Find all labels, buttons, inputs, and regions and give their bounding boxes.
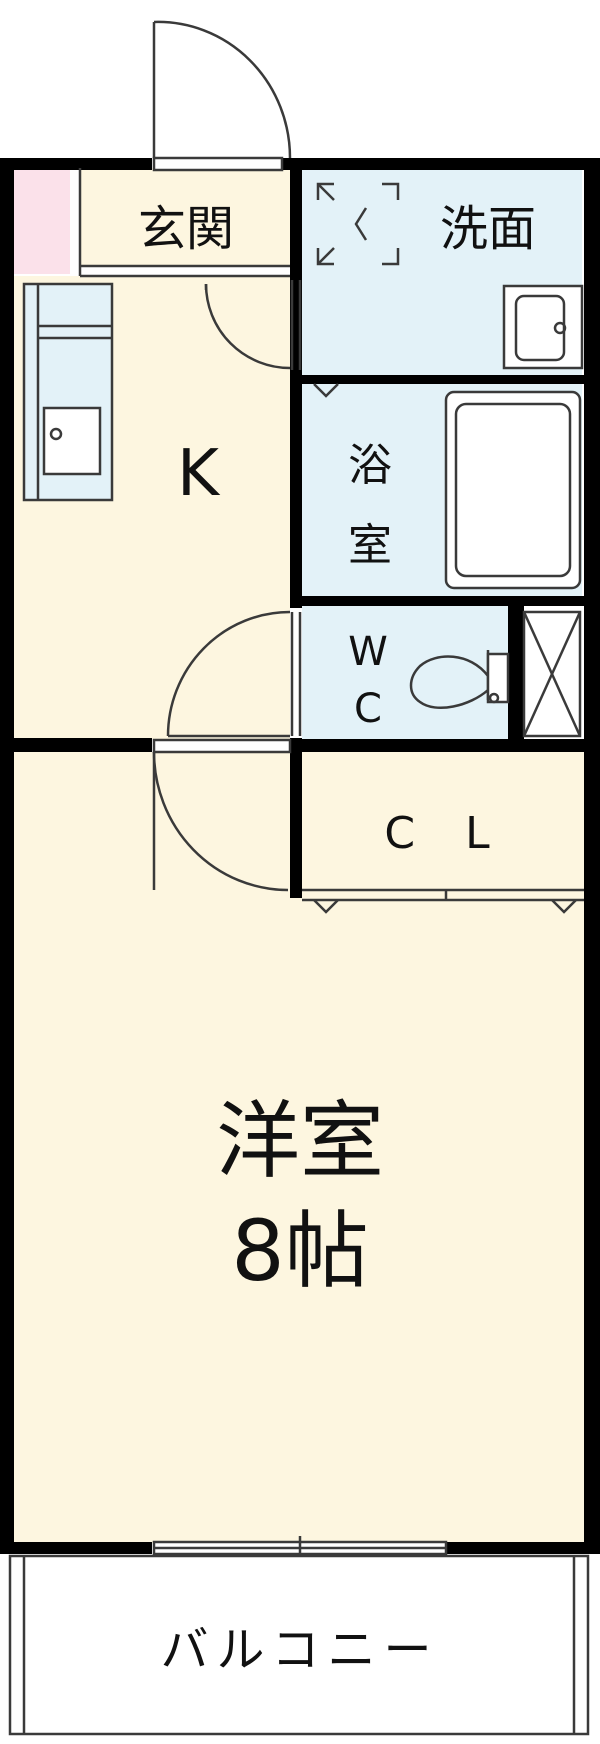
wall-wc-closet [290, 739, 584, 752]
outer-wall-top-right [282, 158, 600, 170]
entrance-door-frame [152, 156, 284, 172]
label-bath-2: 室 [348, 520, 392, 571]
wall-kitchen-room [0, 738, 152, 752]
wall-wc-pipe [508, 606, 524, 739]
fixtures [8, 20, 590, 1736]
outer-wall-left [0, 158, 14, 1554]
bath-tub-inner [454, 402, 572, 578]
genkan-floor [80, 168, 290, 266]
outer-wall-bottom-left [0, 1542, 152, 1554]
label-bath-1: 浴 [348, 440, 392, 491]
label-balcony: バルコニー [160, 1622, 439, 1678]
pipe-shaft-x2 [522, 611, 582, 737]
wash-basin-tap [553, 321, 567, 335]
bath-tub [444, 390, 582, 590]
wall-bath-wc [302, 596, 584, 606]
wc-door-arc [166, 610, 291, 737]
toilet-button [488, 692, 500, 704]
pipe-shaft [522, 610, 582, 738]
outer-wall-top-left [0, 158, 152, 170]
washer-arrow-1 [317, 183, 335, 201]
washer-arrow-2 [317, 247, 335, 265]
kitchen-sink [42, 406, 102, 476]
label-kitchen: K [177, 437, 221, 511]
label-washroom: 洗面 [440, 201, 536, 257]
washer-mark-br [382, 248, 400, 266]
label-western-room: 洋室 [216, 1092, 384, 1190]
kitchen-wash-door-arc [204, 283, 291, 370]
room-door-frame [152, 738, 292, 754]
washer-glyph [354, 207, 368, 241]
wall-wash-bath [302, 375, 584, 384]
label-wc-2: C [354, 686, 382, 732]
wc-fill [302, 606, 508, 739]
room-labels: 玄関 洗面 K 浴 室 W C C L 洋室 8帖 バルコニー [138, 201, 536, 1678]
bath-door-mark [313, 383, 339, 398]
wall-center-vertical-mid [290, 368, 302, 608]
label-western-size: 8帖 [231, 1202, 368, 1300]
entrance-fill [14, 168, 70, 274]
closet-door-mark-left [313, 899, 339, 914]
floor-fills [14, 168, 584, 1543]
balcony-outline [8, 1554, 590, 1736]
outer-wall-bottom-right [446, 1542, 600, 1554]
entrance-door-arc [153, 20, 292, 159]
room-door-arc [152, 751, 289, 892]
label-entrance: 玄関 [138, 201, 234, 257]
washer-mark-tr [382, 182, 400, 200]
label-wc-1: W [348, 629, 388, 675]
walls [0, 158, 600, 1554]
closet-door-mark-right [551, 899, 577, 914]
kitchen-sink-drain [49, 427, 63, 441]
wall-center-vertical-low [290, 738, 302, 898]
label-closet: C L [384, 808, 507, 859]
outer-wall-right [584, 158, 600, 1554]
toilet-tank [486, 652, 510, 704]
